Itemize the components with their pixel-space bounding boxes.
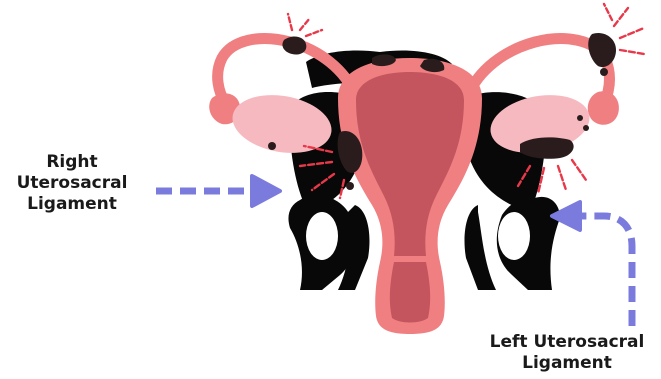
right-label-line-1: Right (6, 152, 138, 173)
left-uterosacral-ligament-label: Left Uterosacral Ligament (478, 332, 656, 374)
right-uterosacral-ligament-label: Right Uterosacral Ligament (6, 152, 138, 215)
lesion-left-tube (282, 37, 306, 55)
left-label-line-1: Left Uterosacral (478, 332, 656, 353)
left-label-line-2: Ligament (478, 353, 656, 374)
right-label-line-3: Ligament (6, 194, 138, 215)
uterus (338, 58, 482, 334)
lesion-left-uterosacral (520, 137, 574, 158)
right-label-line-2: Uterosacral (6, 173, 138, 194)
arrowhead-right (252, 176, 280, 206)
lesion-right-tube (588, 33, 616, 67)
uterus-cavity (356, 72, 464, 256)
arrow-left-ligament (552, 202, 632, 326)
arrow-right-ligament (156, 176, 280, 206)
